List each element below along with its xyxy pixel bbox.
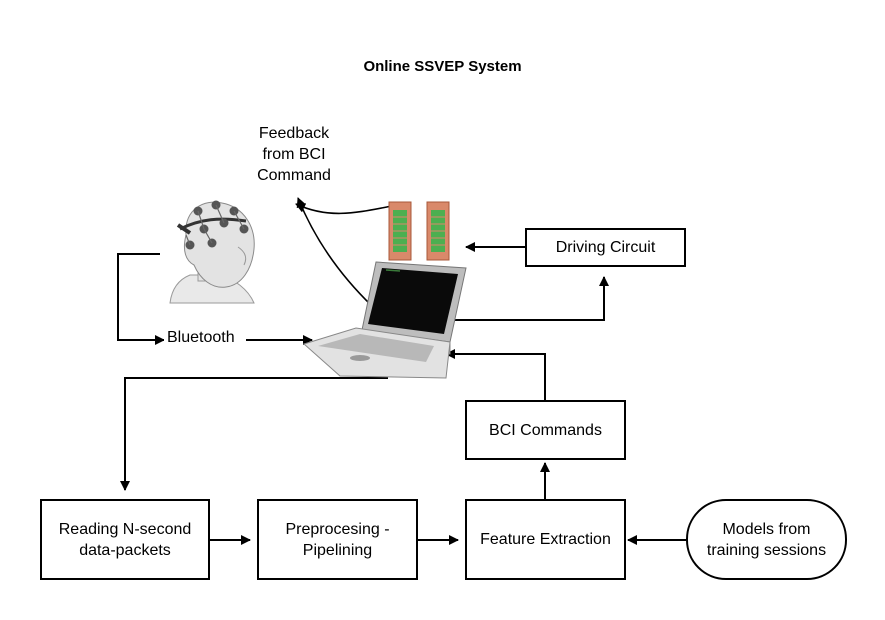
bluetooth-label: Bluetooth [164,329,238,347]
driving-circuit-label: Driving Circuit [555,239,656,256]
eeg-headset-icon [169,200,255,304]
driving-circuit-box: Driving Circuit [525,228,686,267]
laptop-icon [303,261,467,379]
feedback-label: Feedback from BCI Command [257,125,331,184]
feature-extraction-box: Feature Extraction [465,499,626,580]
arrow-laptop-to-reading [120,377,388,491]
preprocessing-label: Preprocesing - Pipelining [285,520,390,559]
models-box: Models from training sessions [686,499,847,580]
models-label: Models from training sessions [706,520,827,559]
reading-data-packets-box: Reading N-second data-packets [40,499,210,580]
arrow-bci-commands-to-laptop [445,349,546,400]
preprocessing-box: Preprocesing - Pipelining [257,499,418,580]
diagram-title: Online SSVEP System [363,58,522,75]
led-stimulus-panel-icon [388,201,450,261]
arrow-panel-to-feedback [295,203,393,215]
bci-commands-box: BCI Commands [465,400,626,460]
arrow-head-to-bluetooth [117,253,165,345]
arrow-laptop-to-driving-circuit [452,276,609,321]
bci-commands-label: BCI Commands [489,421,602,439]
reading-data-packets-label: Reading N-second data-packets [58,520,192,559]
feature-extraction-label: Feature Extraction [480,531,611,548]
